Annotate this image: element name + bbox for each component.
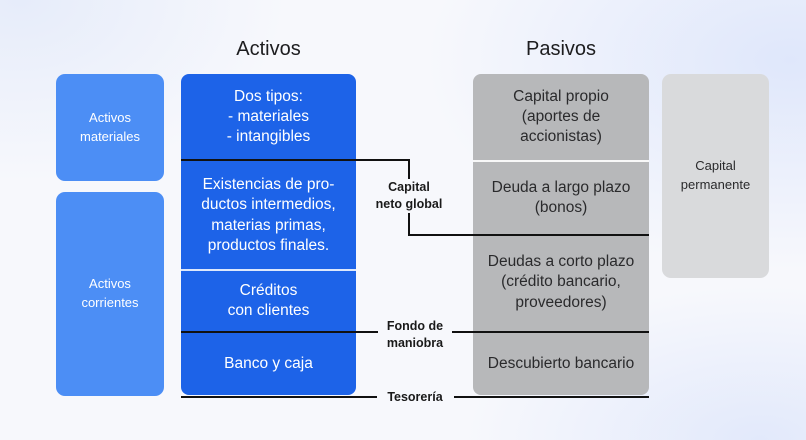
working-fund-line-left [181, 331, 378, 333]
treasury-label: Tesorería [387, 390, 443, 404]
net-capital-line-top [181, 159, 409, 161]
liability-cell-short-term-debt: Deudas a corto plazo (crédito bancario, … [487, 253, 635, 311]
asset-cell-inventory: Existencias de pro- ductos intermedios, … [201, 176, 336, 254]
assets-column: Dos tipos: - materiales - intangibles Ex… [181, 74, 356, 395]
liability-cell-equity: Capital propio (aportes de accionistas) [513, 87, 609, 146]
net-capital-line-drop [408, 159, 410, 179]
asset-separator [181, 269, 356, 271]
assets-heading: Activos [236, 38, 301, 60]
liabilities-heading: Pasivos [525, 38, 597, 60]
asset-cell-receivables: Créditos con clientes [227, 281, 310, 319]
net-capital-line-rise [408, 213, 410, 235]
treasury-line-left [181, 396, 377, 398]
current-assets-box: Activos corrientes [56, 192, 164, 396]
treasury-line-right [454, 396, 649, 398]
liability-separator [473, 160, 649, 162]
permanent-capital-box: Capital permanente [662, 74, 769, 278]
asset-cell-fixed: Dos tipos: - materiales - intangibles [226, 87, 311, 146]
working-fund-line-right [452, 331, 649, 333]
net-capital-label: Capital neto global [375, 180, 443, 211]
net-capital-line-bottom [408, 234, 649, 236]
liability-cell-long-term-debt: Deuda a largo plazo (bonos) [491, 178, 631, 216]
liability-cell-overdraft: Descubierto bancario [487, 354, 635, 372]
working-fund-label: Fondo de maniobra [386, 319, 444, 350]
fixed-assets-box: Activos materiales [56, 74, 164, 181]
asset-cell-cash: Banco y caja [224, 354, 313, 372]
